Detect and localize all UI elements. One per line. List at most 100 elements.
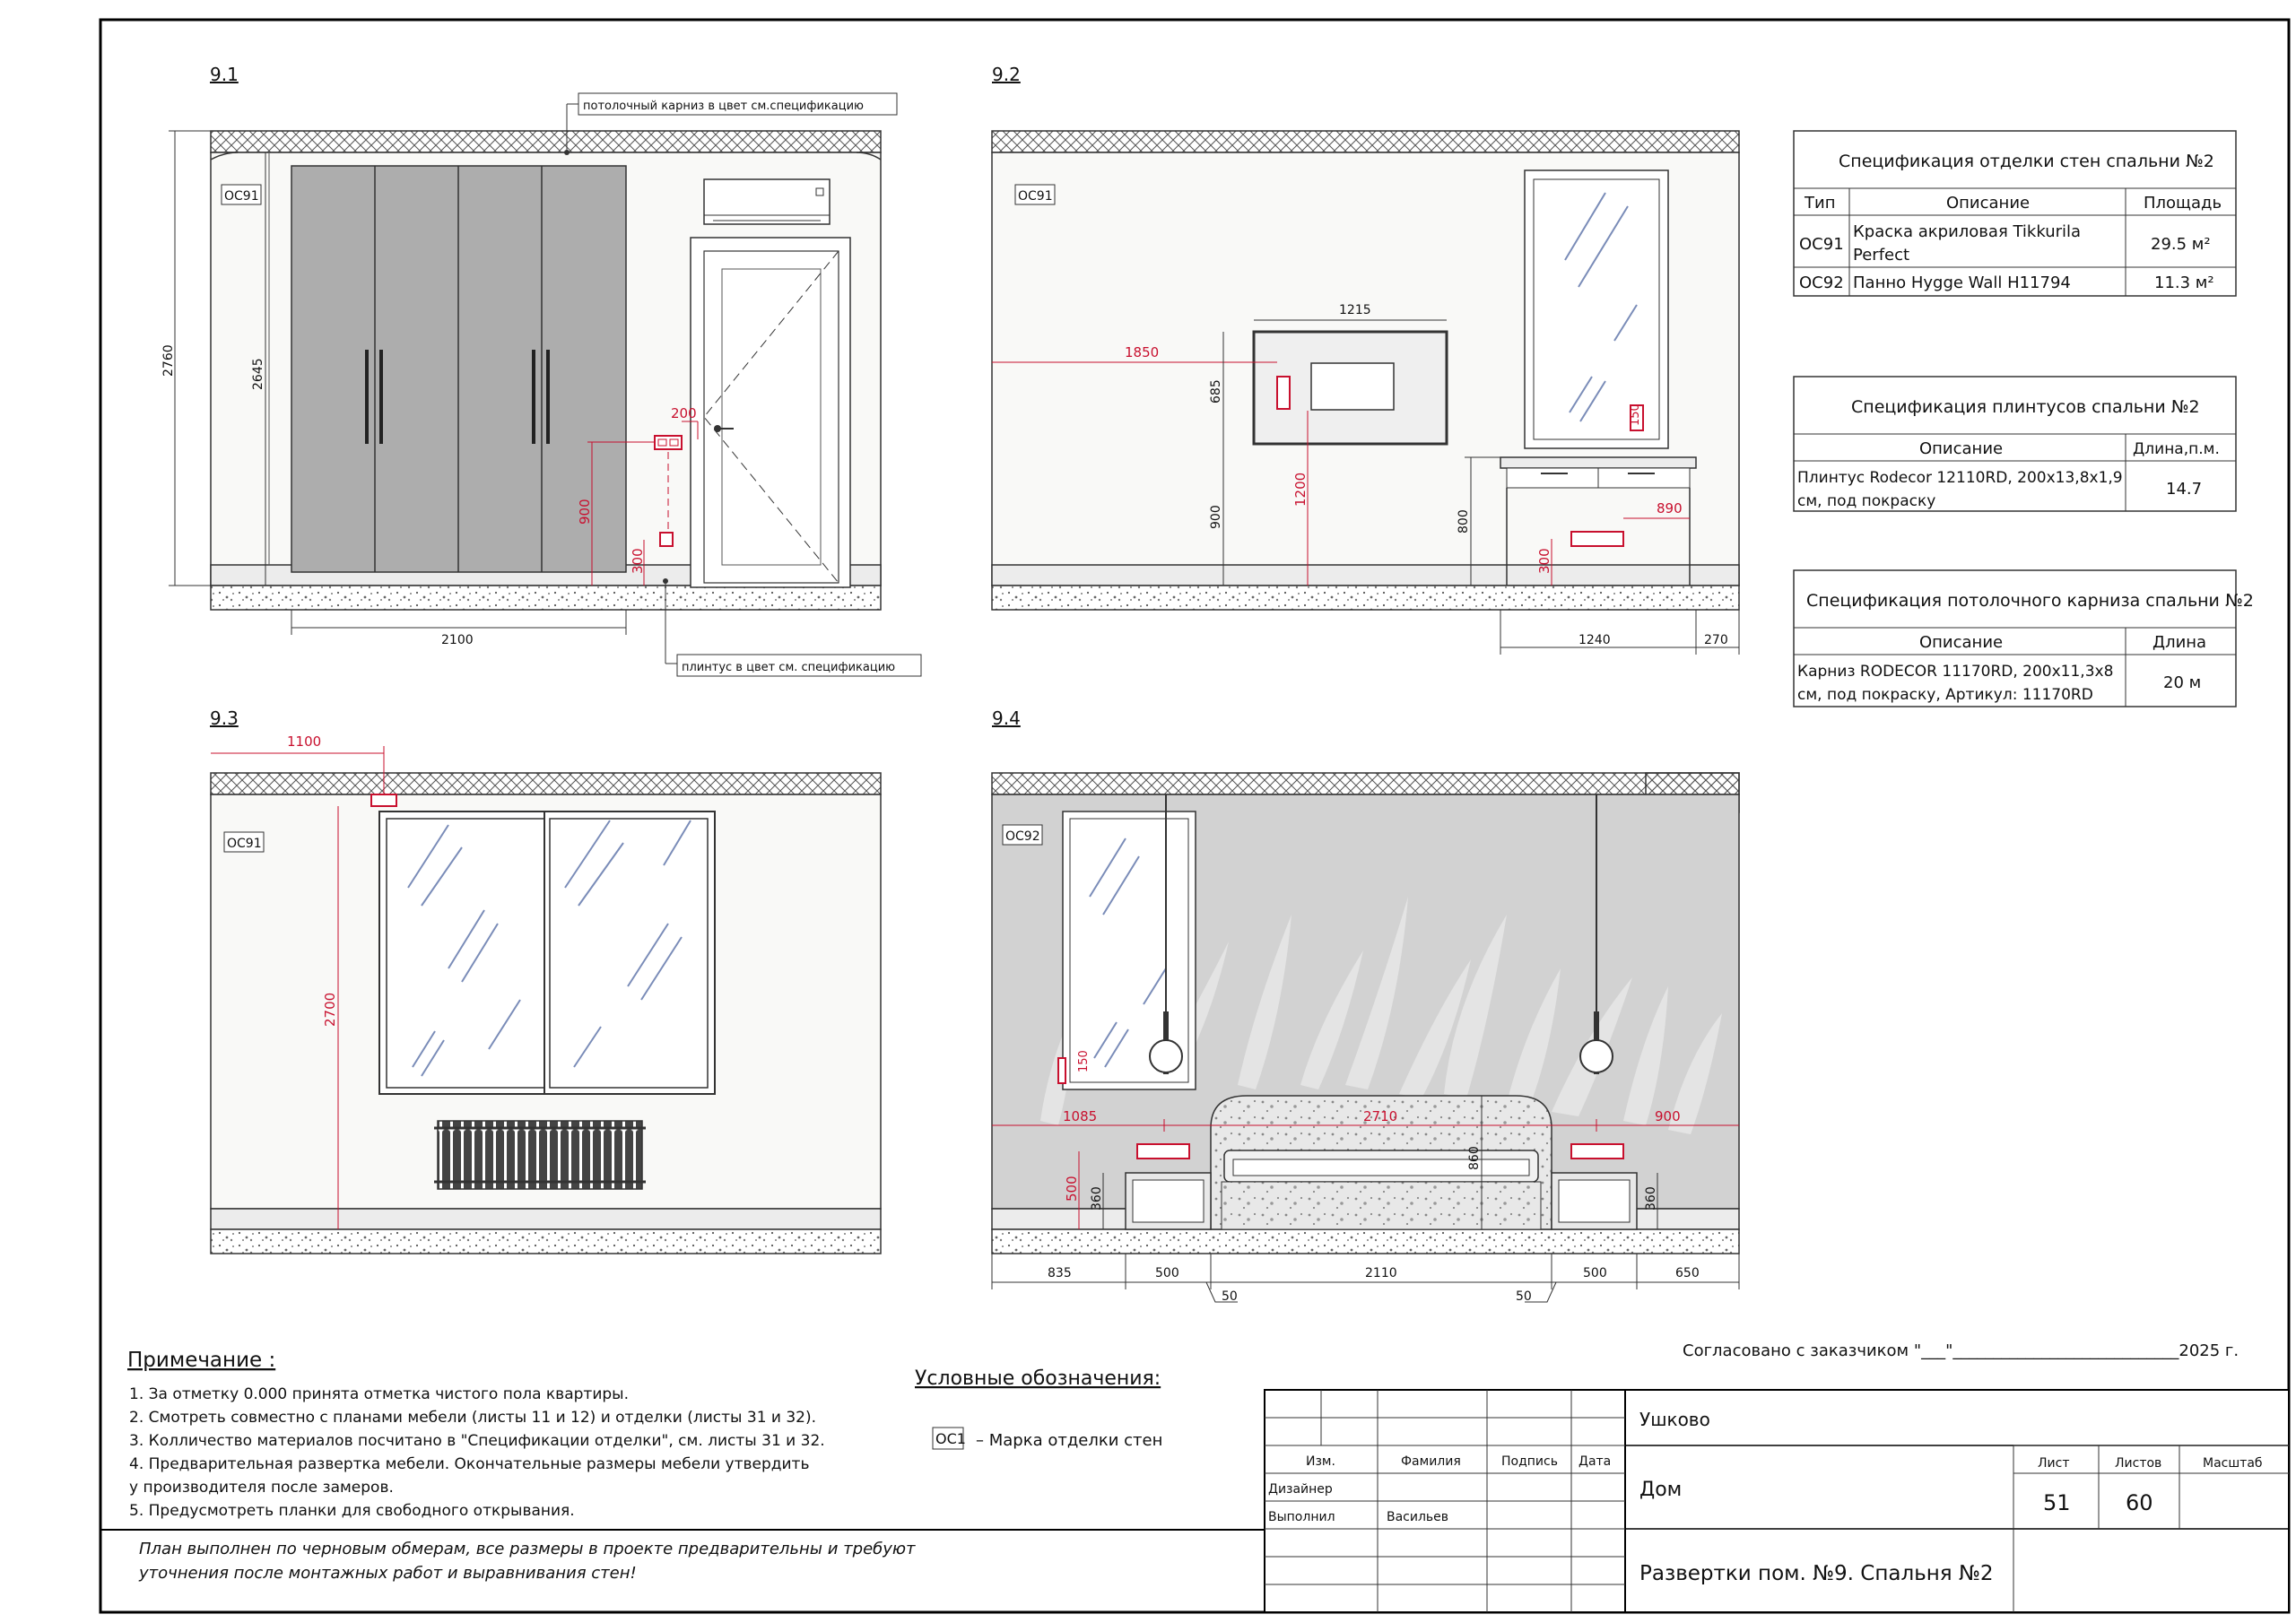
col-type: Тип <box>1804 194 1835 213</box>
dim-150: 150 <box>1077 1050 1091 1072</box>
dim-200: 200 <box>671 405 697 421</box>
dim-650: 650 <box>1675 1266 1700 1280</box>
row2-type: ОС92 <box>1799 273 1844 292</box>
plinth-desc2: см, под покраску <box>1797 492 1935 510</box>
dim-2100: 2100 <box>441 633 474 647</box>
air-conditioner <box>703 178 831 225</box>
callout-cornice: потолочный карниз в цвет см.спецификацию <box>583 100 864 113</box>
socket-icon <box>1276 376 1291 410</box>
row1-area: 29.5 м² <box>2151 235 2211 254</box>
dim-50-right: 50 <box>1516 1289 1532 1304</box>
legend-text: – Марка отделки стен <box>976 1431 1162 1450</box>
finish-mark: ОС91 <box>224 189 259 204</box>
nightstand-left <box>1125 1172 1212 1230</box>
legend: Условные обозначения: ОС1 – Марка отделк… <box>915 1367 1162 1450</box>
row1-desc1: Краска акриловая Tikkurila <box>1853 222 2081 241</box>
elevation-9-3: 9.3 ОС91 1100 2700 <box>210 707 882 1254</box>
elevation-9-2: 9.2 ОС91 1215 1850 1200 685 900 150 <box>991 64 1740 655</box>
dim-900: 900 <box>577 499 593 525</box>
pendant-lamp-left <box>1149 794 1183 1074</box>
dim-1200: 1200 <box>1292 473 1309 507</box>
row2-desc1: Панно Hygge Wall H11794 <box>1853 273 2071 292</box>
nightstand-right <box>1551 1172 1638 1230</box>
cornice-length: 20 м <box>2163 673 2201 692</box>
note-4: 4. Предварительная развертка мебели. Око… <box>129 1455 809 1473</box>
disclaimer-line-2: уточнения после монтажных работ и выравн… <box>138 1564 637 1583</box>
lbl-sheets: Листов <box>2115 1456 2161 1471</box>
plinth-desc1: Плинтус Rodecor 12110RD, 200х13,8х1,9 <box>1797 469 2123 487</box>
legend-mark: ОС1 <box>935 1430 966 1447</box>
dim-500-left: 500 <box>1155 1266 1179 1280</box>
elevation-9-1: 9.1 <box>161 64 922 677</box>
hdr-podp: Подпись <box>1501 1454 1558 1469</box>
dim-50-left: 50 <box>1222 1289 1238 1304</box>
lbl-scale: Масштаб <box>2203 1456 2263 1471</box>
dim-900: 900 <box>1655 1108 1681 1124</box>
dim-300: 300 <box>630 548 646 574</box>
socket-block-icon <box>1570 531 1624 547</box>
sheets-total: 60 <box>2126 1490 2153 1515</box>
dim-685: 685 <box>1209 379 1223 404</box>
dim-800: 800 <box>1457 509 1471 534</box>
spec-cornice-title: Спецификация потолочного карниза спальни… <box>1806 591 2254 611</box>
switch-icon <box>1630 404 1644 431</box>
legend-title: Условные обозначения: <box>915 1367 1161 1390</box>
dim-2645: 2645 <box>251 358 265 390</box>
dim-360-left: 360 <box>1090 1186 1104 1211</box>
row1-desc2: Perfect <box>1853 246 1909 265</box>
dim-500-right: 500 <box>1583 1266 1607 1280</box>
radiator <box>434 1120 646 1190</box>
sheet-frame <box>99 18 2291 1614</box>
notes-title: Примечание : <box>127 1349 275 1372</box>
tv-panel: 1215 <box>1252 303 1448 446</box>
dim-150: 150 <box>1629 404 1642 426</box>
dim-890: 890 <box>1657 500 1683 516</box>
dim-2760: 2760 <box>161 344 176 377</box>
row1-type: ОС91 <box>1799 235 1844 254</box>
dim-900: 900 <box>1209 505 1223 529</box>
floor-slab <box>210 585 882 611</box>
dim-500: 500 <box>1064 1176 1080 1202</box>
wardrobe <box>268 152 627 573</box>
notes: Примечание : 1. За отметку 0.000 принята… <box>127 1349 825 1520</box>
dim-860: 860 <box>1467 1146 1482 1170</box>
stamp-project: Дом <box>1639 1479 1682 1501</box>
dim-2710: 2710 <box>1363 1108 1397 1124</box>
col-length: Длина <box>2152 633 2206 652</box>
socket-block-icon <box>1136 1143 1190 1159</box>
spec-plinth-title: Спецификация плинтусов спальни №2 <box>1851 397 2200 417</box>
view-label-9-2: 9.2 <box>992 64 1021 85</box>
cornice-desc1: Карниз RODECOR 11170RD, 200х11,3х8 <box>1797 663 2113 681</box>
executor-name: Васильев <box>1387 1510 1448 1524</box>
note-4b: у производителя после замеров. <box>129 1479 394 1497</box>
dim-360-right: 360 <box>1644 1186 1658 1211</box>
col-area: Площадь <box>2144 194 2222 213</box>
dressing-table <box>1500 456 1697 586</box>
col-desc: Описание <box>1919 439 2003 458</box>
switch-icon <box>659 532 674 547</box>
view-label-9-4: 9.4 <box>992 707 1021 729</box>
row2-area: 11.3 м² <box>2154 273 2214 292</box>
spec-cornice-table: Спецификация потолочного карниза спальни… <box>1793 569 2254 707</box>
plinth-length: 14.7 <box>2166 480 2202 499</box>
socket-icon <box>370 794 397 807</box>
view-label-9-1: 9.1 <box>210 64 239 85</box>
role-executor: Выполнил <box>1268 1510 1335 1524</box>
dim-300: 300 <box>1536 548 1552 574</box>
dim-1850: 1850 <box>1125 344 1159 360</box>
hdr-izm: Изм. <box>1306 1454 1335 1469</box>
pendant-lamp-right <box>1579 794 1613 1074</box>
col-desc: Описание <box>1946 194 2030 213</box>
dim-1215: 1215 <box>1339 303 1371 317</box>
socket-block-icon <box>1570 1143 1624 1159</box>
stamp-location: Ушково <box>1639 1409 1710 1430</box>
window <box>378 811 716 1095</box>
col-length: Длина,п.м. <box>2133 440 2220 458</box>
finish-mark: ОС91 <box>227 837 262 851</box>
note-1: 1. За отметку 0.000 принята отметка чист… <box>129 1385 629 1403</box>
lbl-sheet: Лист <box>2038 1456 2069 1471</box>
bed <box>1210 1095 1552 1230</box>
title-block: Изм. Фамилия Подпись Дата Дизайнер Выпол… <box>1264 1389 2290 1613</box>
door <box>690 237 851 588</box>
